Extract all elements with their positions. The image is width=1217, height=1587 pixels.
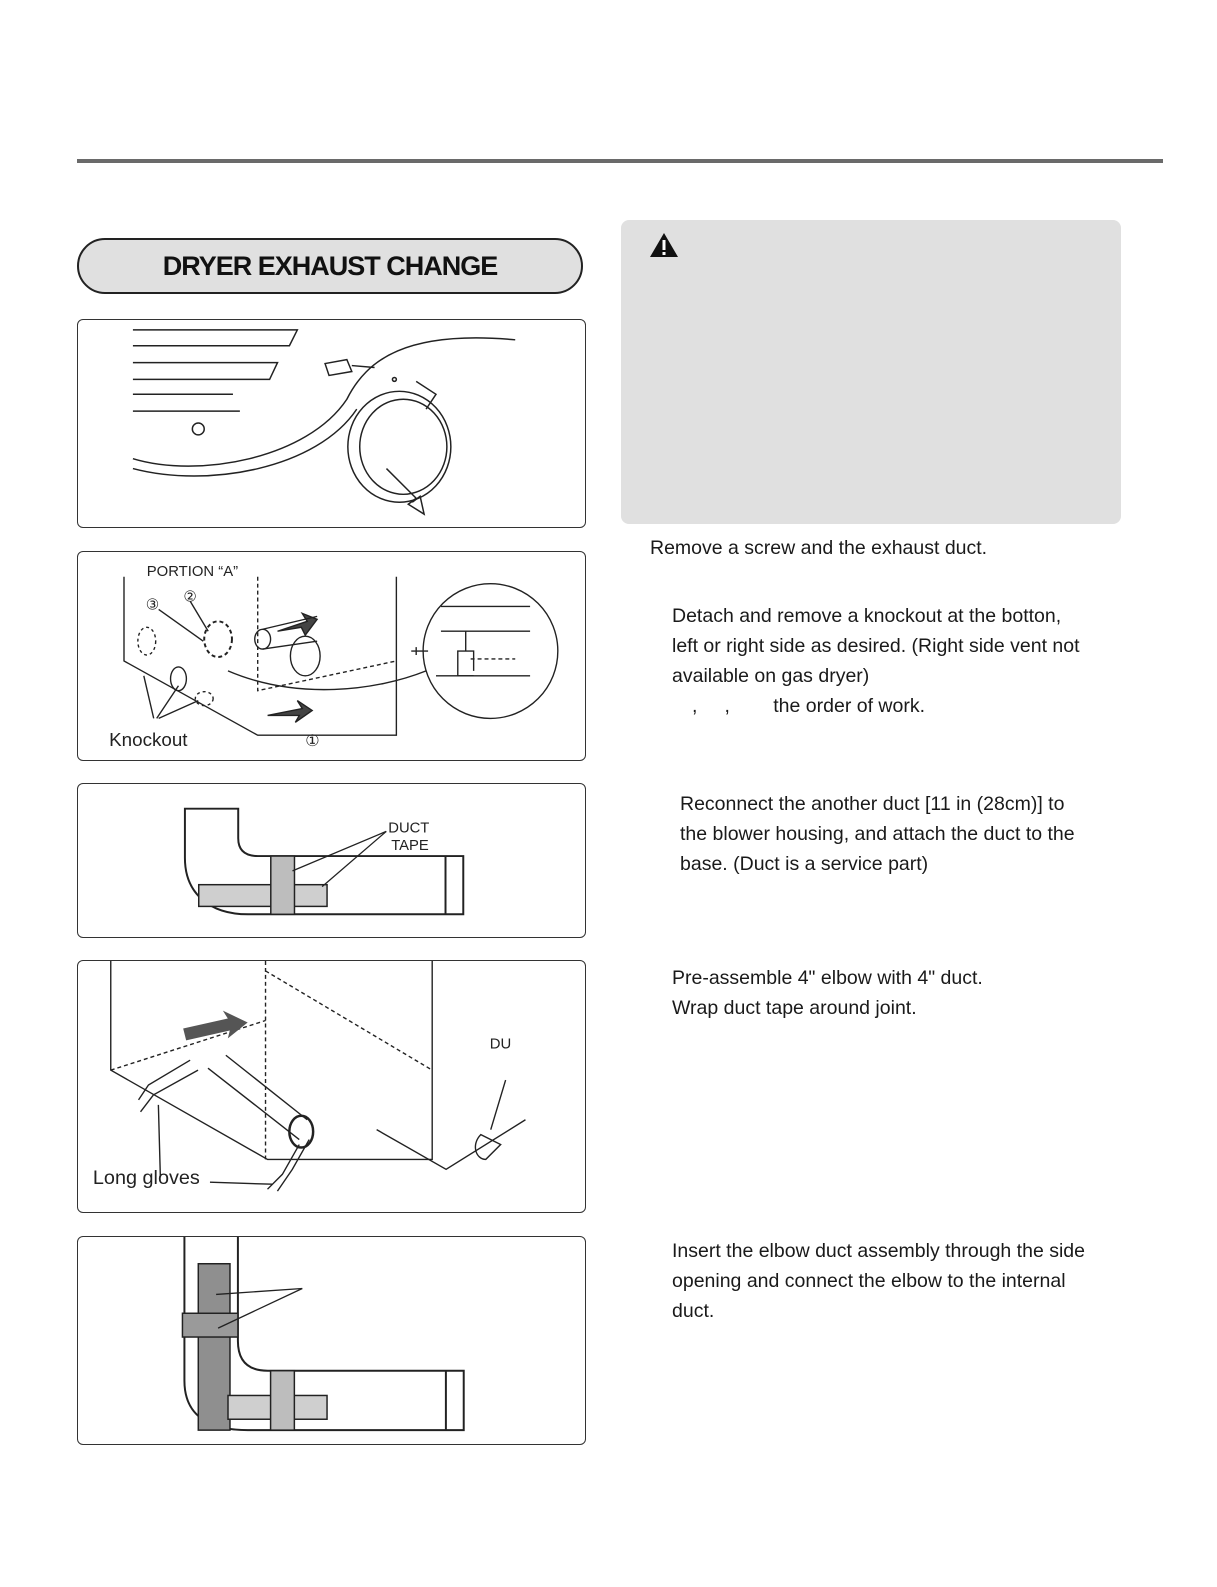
figure-insert-elbow: [77, 1236, 586, 1445]
figure-knockout: PORTION “A” ② ③ Knockout ①: [77, 551, 586, 761]
warning-triangle-icon: [650, 233, 678, 257]
section-title-pill: DRYER EXHAUST CHANGE: [77, 238, 583, 294]
warning-box: [621, 220, 1121, 524]
elbow-insert-illustration: [181, 1237, 465, 1432]
knockout-illustration: PORTION “A” ② ③ Knockout ①: [109, 564, 559, 750]
figure-preassemble-elbow: DU Long gloves: [77, 960, 586, 1213]
step-1-text: Remove a screw and the exhaust duct.: [650, 537, 988, 559]
step-number-2: ②: [183, 590, 196, 606]
du-label: DU: [490, 1036, 512, 1052]
step-2-text: Detach and remove a knockout at the bott…: [672, 605, 1080, 717]
step-4-text: Pre-assemble 4" elbow with 4" duct. Wrap…: [672, 967, 983, 1019]
elbow-assembly-illustration: DU Long gloves: [93, 961, 526, 1192]
figure-reconnect-duct: DUCT TAPE: [77, 783, 586, 938]
step-number-3: ③: [146, 597, 159, 613]
portion-a-label: PORTION “A”: [147, 564, 238, 580]
knockout-label: Knockout: [109, 729, 188, 750]
tape-label: TAPE: [391, 838, 429, 854]
duct-tape-illustration: DUCT TAPE: [183, 807, 465, 916]
header-rule: [77, 159, 1163, 163]
duct-label: DUCT: [388, 820, 429, 836]
exhaust-duct-illustration: [132, 329, 516, 516]
long-gloves-label: Long gloves: [93, 1167, 200, 1189]
step-5-text: Insert the elbow duct assembly through t…: [672, 1240, 1085, 1322]
step-number-1: ①: [305, 733, 319, 750]
section-title: DRYER EXHAUST CHANGE: [162, 250, 499, 281]
figure-remove-exhaust-duct: [77, 319, 586, 528]
step-3-text: Reconnect the another duct [11 in (28cm)…: [680, 793, 1075, 875]
